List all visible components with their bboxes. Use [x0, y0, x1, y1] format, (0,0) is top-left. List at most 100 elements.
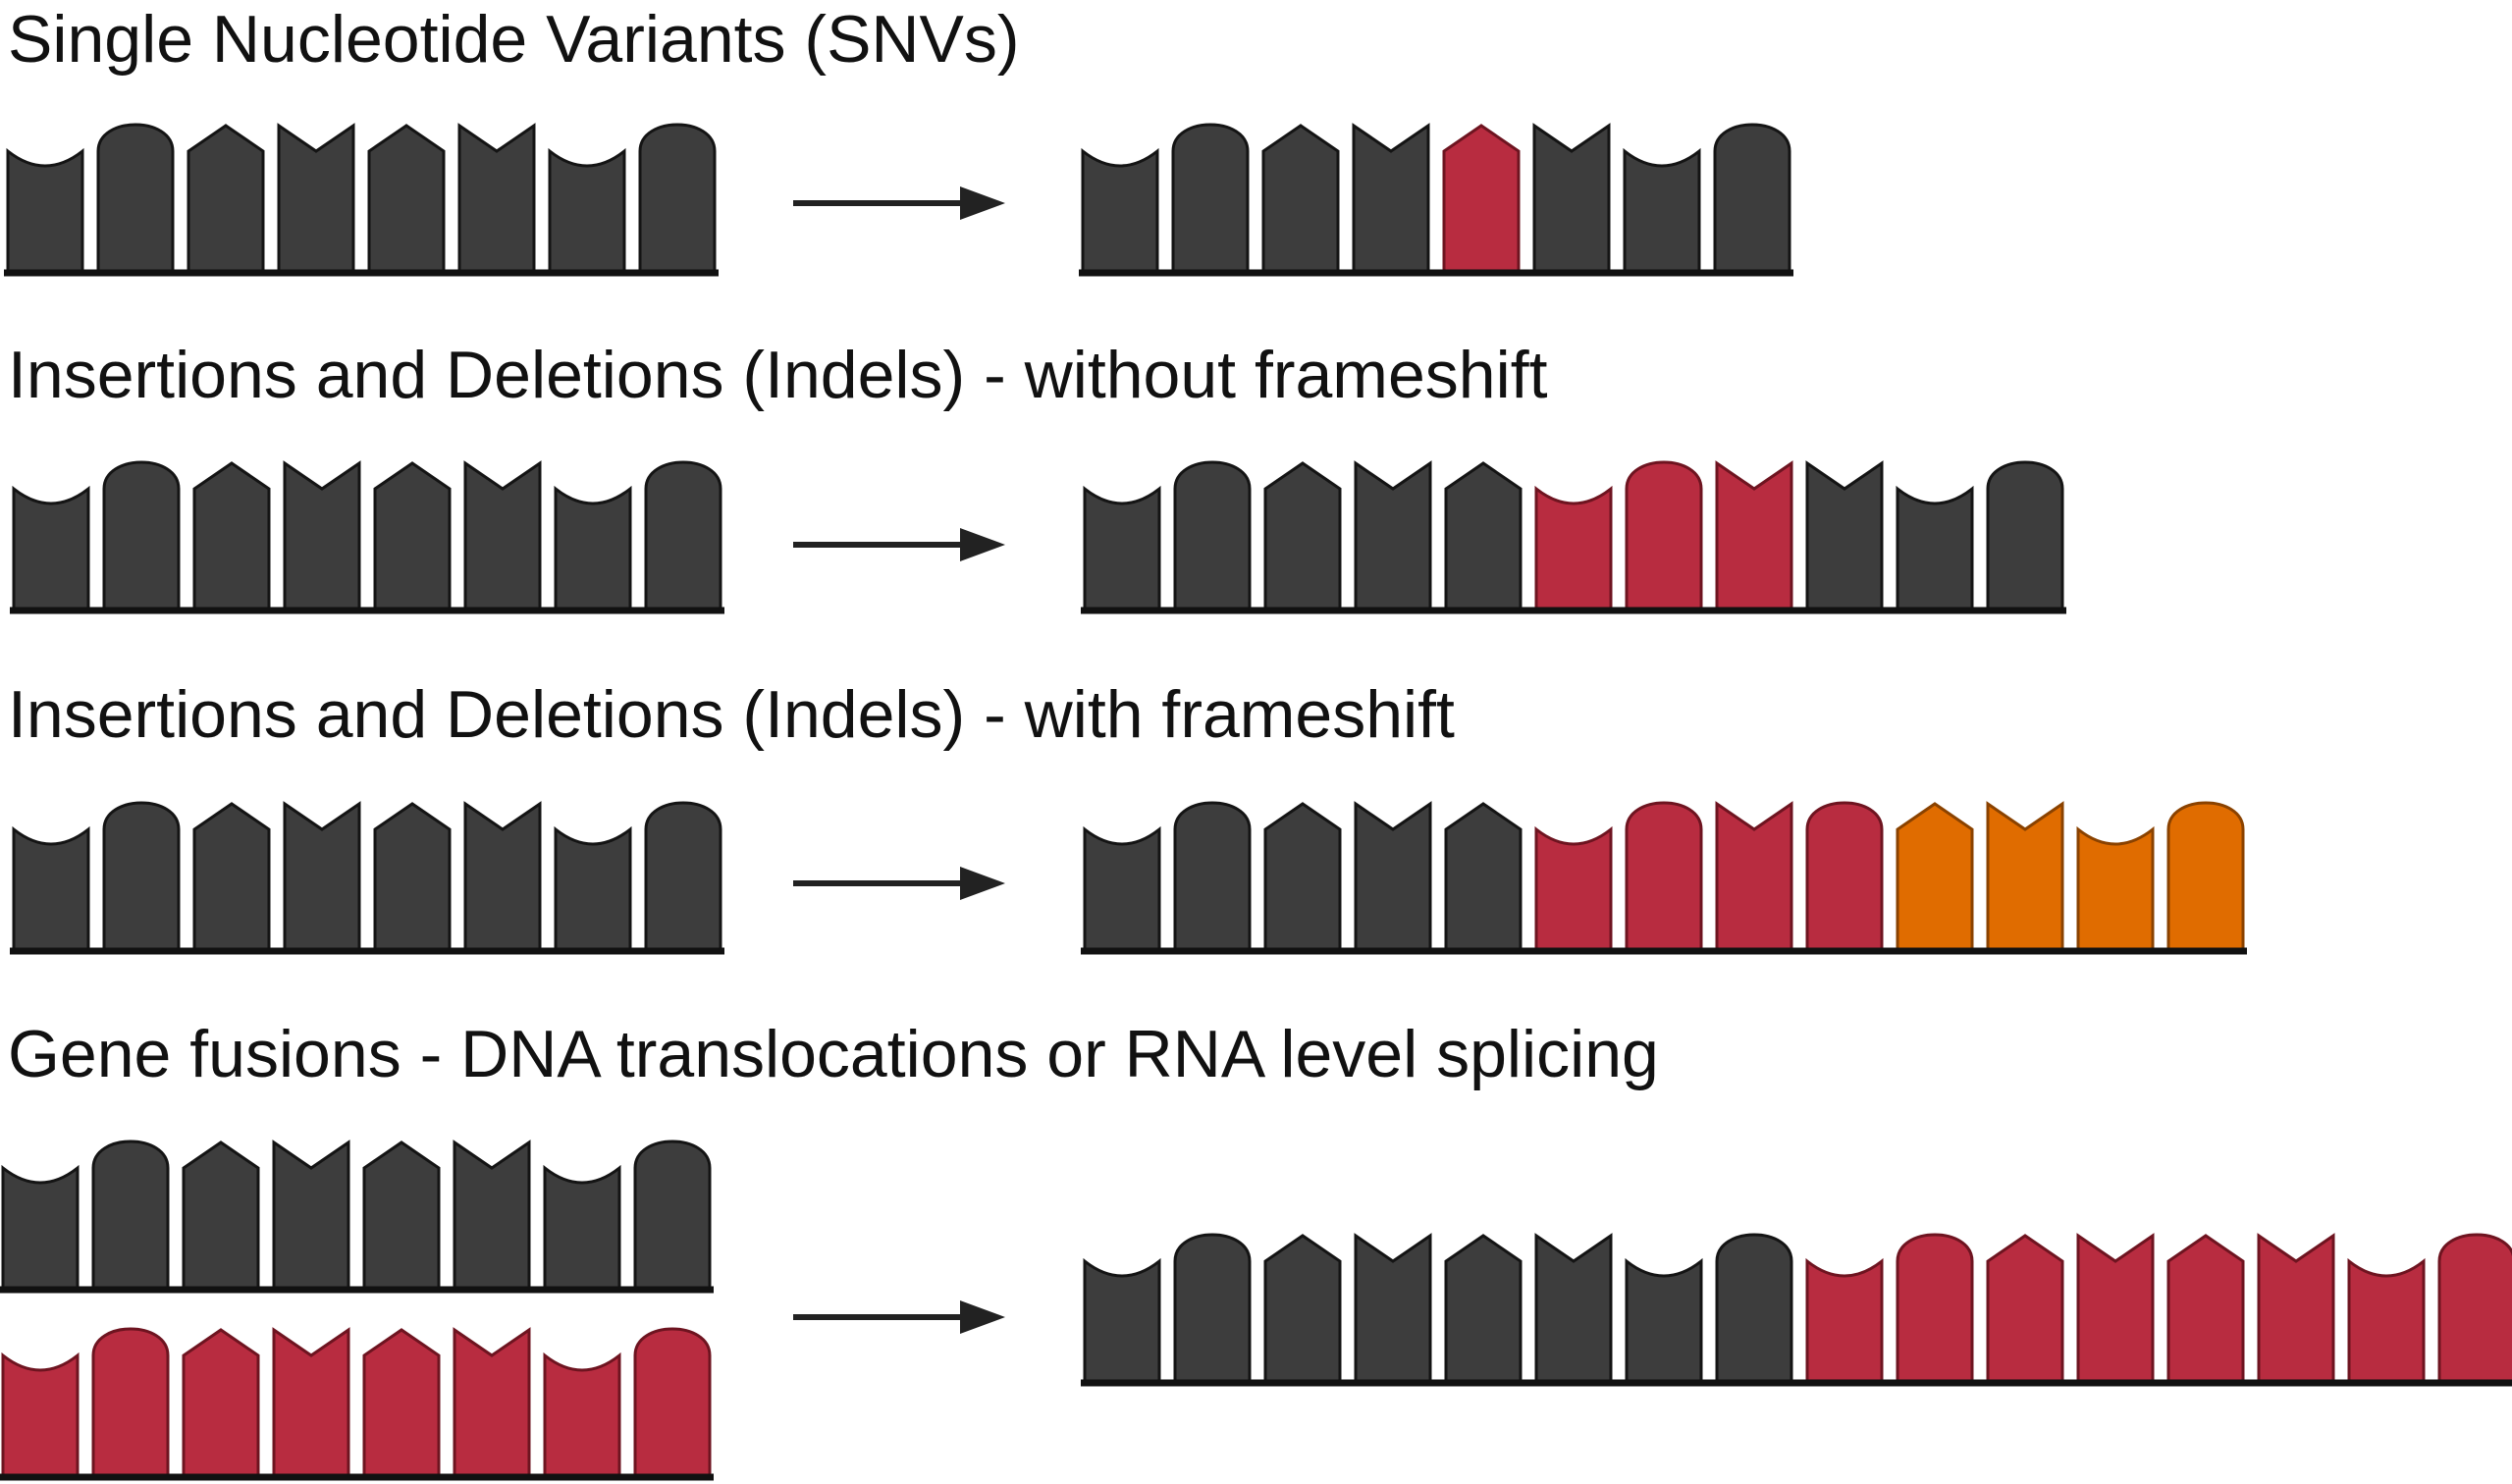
base-notch-normal [463, 460, 542, 610]
base-point-normal [1263, 802, 1342, 951]
base-notch-normal [272, 1140, 350, 1290]
base-dome-variant [91, 1327, 170, 1477]
base-notch-variant [2257, 1233, 2335, 1383]
base-point-normal [192, 802, 271, 951]
base-cup-variant [1805, 1257, 1884, 1383]
base-cup-normal [548, 147, 626, 273]
strand-before-gene-fusion-2 [0, 1327, 714, 1481]
base-dome-normal [638, 123, 717, 273]
base-dome-variant [633, 1327, 712, 1477]
base-notch-normal [1354, 801, 1432, 951]
base-notch-variant [1715, 801, 1793, 951]
base-dome-normal [1173, 1233, 1252, 1383]
base-notch-variant [2076, 1233, 2155, 1383]
base-point-normal [187, 124, 265, 273]
base-point-variant [1442, 124, 1521, 273]
transition-arrow [793, 1300, 1005, 1334]
base-cup-normal [1083, 485, 1161, 610]
base-dome-variant [2437, 1233, 2512, 1383]
strand-after-gene-fusion [1081, 1233, 2512, 1387]
base-dome-variant [1625, 460, 1703, 610]
base-cup-normal [554, 825, 632, 951]
base-cup-normal [1625, 1257, 1703, 1383]
section-title-indel-frameshift: Insertions and Deletions (Indels) - with… [8, 677, 1455, 752]
base-cup-normal [1083, 825, 1161, 951]
base-cup-normal [1083, 1257, 1161, 1383]
base-dome-frameshift [2166, 801, 2245, 951]
base-cup-normal [1, 1164, 80, 1290]
transition-arrow [793, 867, 1005, 900]
strand-before-indel-no-frameshift [10, 460, 724, 614]
base-cup-normal [6, 147, 84, 273]
base-point-normal [373, 802, 452, 951]
base-cup-normal [12, 825, 90, 951]
base-point-normal [373, 461, 452, 610]
base-point-variant [362, 1328, 441, 1477]
strand-after-indel-frameshift [1081, 801, 2247, 955]
base-notch-normal [463, 801, 542, 951]
base-cup-variant [2347, 1257, 2426, 1383]
base-notch-normal [283, 460, 361, 610]
base-notch-variant [1715, 460, 1793, 610]
base-point-normal [1261, 124, 1340, 273]
base-cup-variant [1534, 825, 1613, 951]
base-notch-normal [1354, 1233, 1432, 1383]
base-point-variant [2166, 1234, 2245, 1383]
base-notch-variant [453, 1327, 531, 1477]
base-cup-normal [12, 485, 90, 610]
strand-before-snv [4, 123, 719, 277]
base-cup-normal [1896, 485, 1974, 610]
base-dome-variant [1625, 801, 1703, 951]
base-dome-normal [644, 801, 722, 951]
base-dome-variant [1896, 1233, 1974, 1383]
strand-after-indel-no-frameshift [1081, 460, 2066, 614]
base-point-normal [1444, 1234, 1523, 1383]
strand-before-indel-frameshift [10, 801, 724, 955]
base-dome-normal [96, 123, 175, 273]
base-dome-normal [1173, 801, 1252, 951]
strand-after-snv [1079, 123, 1793, 277]
base-cup-normal [554, 485, 632, 610]
base-dome-normal [1171, 123, 1250, 273]
base-notch-normal [1354, 460, 1432, 610]
base-point-normal [1444, 461, 1523, 610]
base-dome-normal [102, 801, 181, 951]
base-dome-normal [1986, 460, 2064, 610]
base-notch-normal [1805, 460, 1884, 610]
base-dome-normal [1713, 123, 1791, 273]
base-point-frameshift [1896, 802, 1974, 951]
base-point-normal [362, 1140, 441, 1290]
base-point-normal [182, 1140, 260, 1290]
base-point-normal [1444, 802, 1523, 951]
base-cup-normal [543, 1164, 621, 1290]
base-notch-normal [453, 1140, 531, 1290]
base-notch-normal [1534, 1233, 1613, 1383]
base-dome-normal [644, 460, 722, 610]
base-point-normal [1263, 461, 1342, 610]
section-title-snv: Single Nucleotide Variants (SNVs) [8, 2, 1020, 77]
base-notch-normal [277, 123, 355, 273]
base-notch-frameshift [1986, 801, 2064, 951]
base-cup-variant [543, 1352, 621, 1477]
base-cup-frameshift [2076, 825, 2155, 951]
strand-before-gene-fusion-1 [0, 1140, 714, 1294]
base-dome-variant [1805, 801, 1884, 951]
base-point-normal [1263, 1234, 1342, 1383]
base-cup-normal [1081, 147, 1159, 273]
transition-arrow [793, 528, 1005, 561]
base-dome-normal [1715, 1233, 1793, 1383]
base-notch-normal [283, 801, 361, 951]
base-notch-normal [1532, 123, 1611, 273]
base-point-normal [367, 124, 446, 273]
base-cup-normal [1623, 147, 1701, 273]
base-cup-variant [1, 1352, 80, 1477]
base-notch-normal [1352, 123, 1430, 273]
base-point-variant [182, 1328, 260, 1477]
base-point-normal [192, 461, 271, 610]
base-notch-variant [272, 1327, 350, 1477]
base-dome-normal [633, 1140, 712, 1290]
section-title-indel-no-frameshift: Insertions and Deletions (Indels) - with… [8, 338, 1548, 412]
base-point-variant [1986, 1234, 2064, 1383]
base-dome-normal [91, 1140, 170, 1290]
